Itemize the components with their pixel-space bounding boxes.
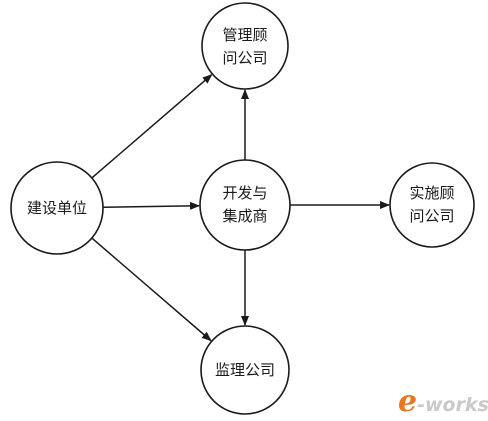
node-circle: [200, 325, 290, 415]
edges-layer: [91, 74, 390, 342]
node-dev-label-line1: 开发与: [222, 184, 267, 202]
node-mgmt-label-line1: 管理顾: [222, 26, 267, 44]
node-client-label: 建设单位: [27, 199, 87, 217]
node-implementation-consultant: 实施顾 问公司: [389, 162, 475, 248]
arrow-client-to-dev: [102, 201, 201, 210]
node-supervision: 监理公司: [200, 325, 290, 415]
node-dev-label-line2: 集成商: [222, 207, 267, 225]
node-mgmt-consultant: 管理顾 问公司: [201, 2, 289, 90]
node-client: 建设单位: [10, 161, 104, 255]
node-supervision-label: 监理公司: [215, 361, 275, 379]
arrow-client-to-mgmt: [91, 74, 213, 179]
node-circle: [389, 162, 475, 248]
watermark-works: works: [425, 394, 488, 416]
eworks-watermark-logo: e-works: [398, 384, 488, 419]
node-impl-label-line1: 实施顾: [409, 184, 454, 202]
node-impl-label-line2: 问公司: [409, 207, 454, 225]
node-developer-integrator: 开发与 集成商: [199, 159, 291, 251]
arrow-client-to-supervision: [91, 237, 212, 342]
watermark-text: e-works: [398, 384, 488, 419]
watermark-e: e: [398, 384, 417, 419]
watermark-dash: -: [417, 394, 425, 416]
node-mgmt-label-line2: 问公司: [222, 49, 267, 67]
node-circle: [201, 2, 289, 90]
node-circle: [10, 161, 104, 255]
node-circle: [199, 159, 291, 251]
